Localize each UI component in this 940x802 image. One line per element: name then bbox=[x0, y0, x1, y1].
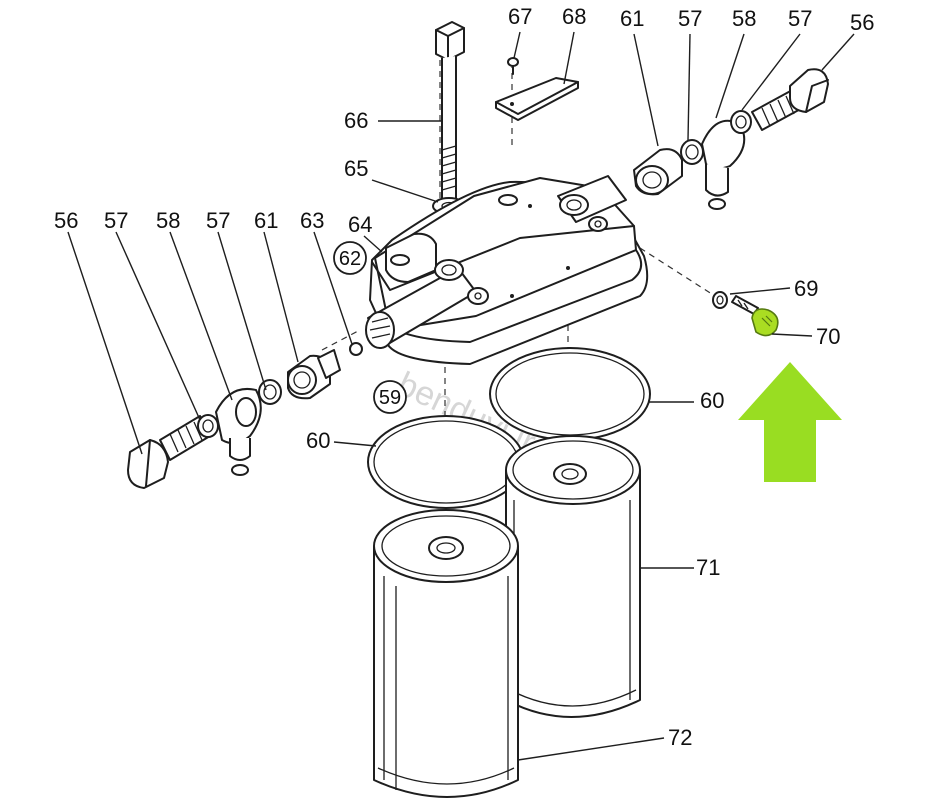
callout-62: 62 bbox=[333, 241, 367, 275]
label-56-left: 56 bbox=[54, 208, 78, 233]
label-68: 68 bbox=[562, 4, 586, 29]
bolt-66 bbox=[435, 21, 465, 201]
label-69: 69 bbox=[794, 276, 818, 301]
filter-element-71 bbox=[505, 435, 641, 718]
label-56-right: 56 bbox=[850, 10, 874, 35]
label-61-left: 61 bbox=[254, 208, 278, 233]
label-63: 63 bbox=[300, 208, 324, 233]
label-58-right: 58 bbox=[732, 6, 756, 31]
label-61-right: 61 bbox=[620, 6, 644, 31]
label-60-lower: 60 bbox=[306, 428, 330, 453]
label-64: 64 bbox=[348, 212, 372, 237]
left-fitting-assembly bbox=[127, 342, 363, 489]
screw-70[interactable] bbox=[731, 295, 779, 337]
label-67: 67 bbox=[508, 4, 532, 29]
label-57-right-b: 57 bbox=[788, 6, 812, 31]
seal-ring-60-upper bbox=[489, 347, 651, 441]
seal-ring-60-lower bbox=[367, 415, 525, 509]
plate-68 bbox=[495, 77, 579, 121]
svg-text:59: 59 bbox=[379, 387, 401, 409]
svg-text:62: 62 bbox=[339, 248, 361, 270]
right-fitting-assembly bbox=[633, 68, 829, 210]
label-72: 72 bbox=[668, 725, 692, 750]
label-66: 66 bbox=[344, 108, 368, 133]
center-lines bbox=[321, 60, 719, 540]
label-57-right-a: 57 bbox=[678, 6, 702, 31]
label-71: 71 bbox=[696, 555, 720, 580]
part-labels: 56 57 58 57 61 63 64 67 68 61 57 58 57 5… bbox=[54, 4, 874, 750]
label-70: 70 bbox=[816, 324, 840, 349]
label-60-upper: 60 bbox=[700, 388, 724, 413]
washer-69 bbox=[712, 291, 728, 309]
callout-59: 59 bbox=[373, 380, 407, 414]
leader-lines bbox=[67, 31, 855, 761]
filter-element-72 bbox=[373, 509, 519, 798]
filter-head-64 bbox=[365, 175, 649, 365]
label-58-left: 58 bbox=[156, 208, 180, 233]
label-65: 65 bbox=[344, 156, 368, 181]
screw-70-head[interactable] bbox=[751, 308, 779, 337]
label-57-left-b: 57 bbox=[206, 208, 230, 233]
label-57-left-a: 57 bbox=[104, 208, 128, 233]
highlight-arrow bbox=[738, 362, 842, 482]
screw-67 bbox=[507, 57, 519, 75]
